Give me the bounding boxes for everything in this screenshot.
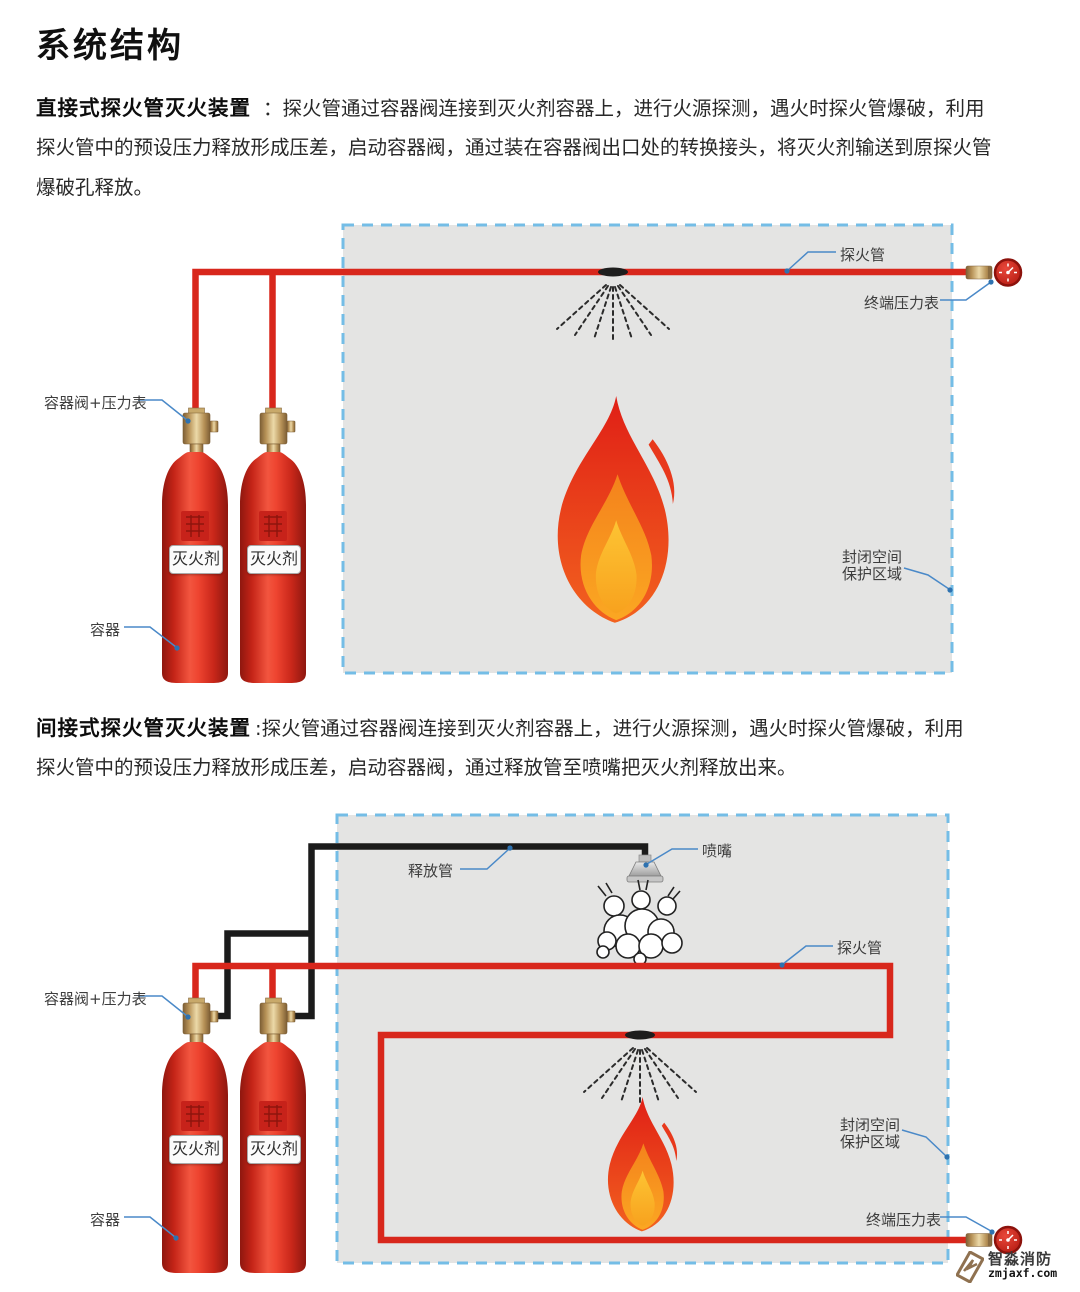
paragraph-direct-line2: 探火管中的预设压力释放形成压差，启动容器阀，通过装在容器阀出口处的转换接头，将灭… xyxy=(36,136,992,159)
paragraph-indirect-line2: 探火管中的预设压力释放形成压差，启动容器阀，通过释放管至喷嘴把灭火剂释放出来。 xyxy=(36,756,797,779)
label-protected-area-1: 封闭空间 保护区域 xyxy=(842,549,902,583)
container-valve-2b xyxy=(259,997,296,1044)
detection-tube-2 xyxy=(192,962,966,1244)
agent-label-1a: 灭火剂 xyxy=(169,545,223,574)
detection-tube-1 xyxy=(192,268,968,412)
label-protected-area-1-line1: 封闭空间 xyxy=(842,548,903,566)
agent-label-2a: 灭火剂 xyxy=(169,1135,223,1164)
container-valve-1a xyxy=(182,407,219,454)
leader-dots-2 xyxy=(173,845,995,1241)
label-protected-area-2-line1: 封闭空间 xyxy=(840,1116,901,1134)
label-nozzle-2: 喷嘴 xyxy=(702,842,733,860)
leader-lines-2 xyxy=(124,848,992,1238)
discharge-cloud-2 xyxy=(596,890,683,966)
label-container-valve-2: 容器阀+压力表 xyxy=(44,990,147,1008)
leader-lines-1 xyxy=(124,251,992,648)
nozzle-2 xyxy=(626,854,664,883)
paragraph-indirect-heading: 间接式探火管灭火装置 xyxy=(36,716,251,740)
paragraph-direct: 直接式探火管灭火装置 ：探火管通过容器阀连接到灭火剂容器上，进行火源探测，遇火时探… xyxy=(36,88,1046,208)
paragraph-direct-line3: 爆破孔释放。 xyxy=(36,176,154,199)
paragraph-direct-line1: 直接式探火管灭火装置 ：探火管通过容器阀连接到灭火剂容器上，进行火源探测，遇火时探… xyxy=(36,88,1046,128)
paragraph-direct-heading: 直接式探火管灭火装置 xyxy=(36,96,251,120)
paragraph-direct-line1-text: ：探火管通过容器阀连接到灭火剂容器上，进行火源探测，遇火时探火管爆破，利用 xyxy=(263,97,985,120)
diagram-direct-system xyxy=(124,223,1023,684)
label-end-pressure-gauge-1: 终端压力表 xyxy=(864,294,940,312)
label-container-2: 容器 xyxy=(90,1211,121,1229)
brand-logo-icon xyxy=(956,1251,984,1283)
label-protected-area-2-line2: 保护区域 xyxy=(840,1133,901,1151)
watermark-brand: 智淼消防 xyxy=(988,1250,1053,1268)
diagram-indirect-system xyxy=(124,813,1023,1274)
agent-label-1b: 灭火剂 xyxy=(247,545,301,574)
page-title: 系统结构 xyxy=(36,26,184,66)
container-valve-1b xyxy=(259,407,296,454)
leader-dots-1 xyxy=(174,268,994,651)
cloud-motion-ticks-2 xyxy=(597,879,681,900)
paragraph-indirect: 间接式探火管灭火装置:探火管通过容器阀连接到灭火剂容器上，进行火源探测，遇火时探… xyxy=(36,708,1046,788)
watermark-text: 智淼消防 zmjaxf.com xyxy=(988,1251,1057,1280)
label-protected-area-1-line2: 保护区域 xyxy=(842,565,903,583)
label-end-pressure-gauge-2: 终端压力表 xyxy=(866,1211,942,1229)
protected-area-1 xyxy=(341,223,954,675)
container-valve-2a xyxy=(182,997,219,1044)
watermark-site: zmjaxf.com xyxy=(988,1266,1058,1280)
label-release-pipe-2: 释放管 xyxy=(408,862,454,880)
release-pipe-2 xyxy=(212,843,649,1020)
label-container-valve-1: 容器阀+压力表 xyxy=(44,394,147,412)
label-detection-tube-2: 探火管 xyxy=(837,939,883,957)
watermark: 智淼消防 zmjaxf.com xyxy=(956,1251,1057,1283)
agent-label-2b: 灭火剂 xyxy=(247,1135,301,1164)
label-detection-tube-1: 探火管 xyxy=(840,246,886,264)
paragraph-indirect-line1-text: :探火管通过容器阀连接到灭火剂容器上，进行火源探测，遇火时探火管爆破，利用 xyxy=(255,717,964,740)
label-container-1: 容器 xyxy=(90,621,121,639)
paragraph-indirect-line1: 间接式探火管灭火装置:探火管通过容器阀连接到灭火剂容器上，进行火源探测，遇火时探… xyxy=(36,708,1046,748)
label-protected-area-2: 封闭空间 保护区域 xyxy=(840,1117,900,1151)
